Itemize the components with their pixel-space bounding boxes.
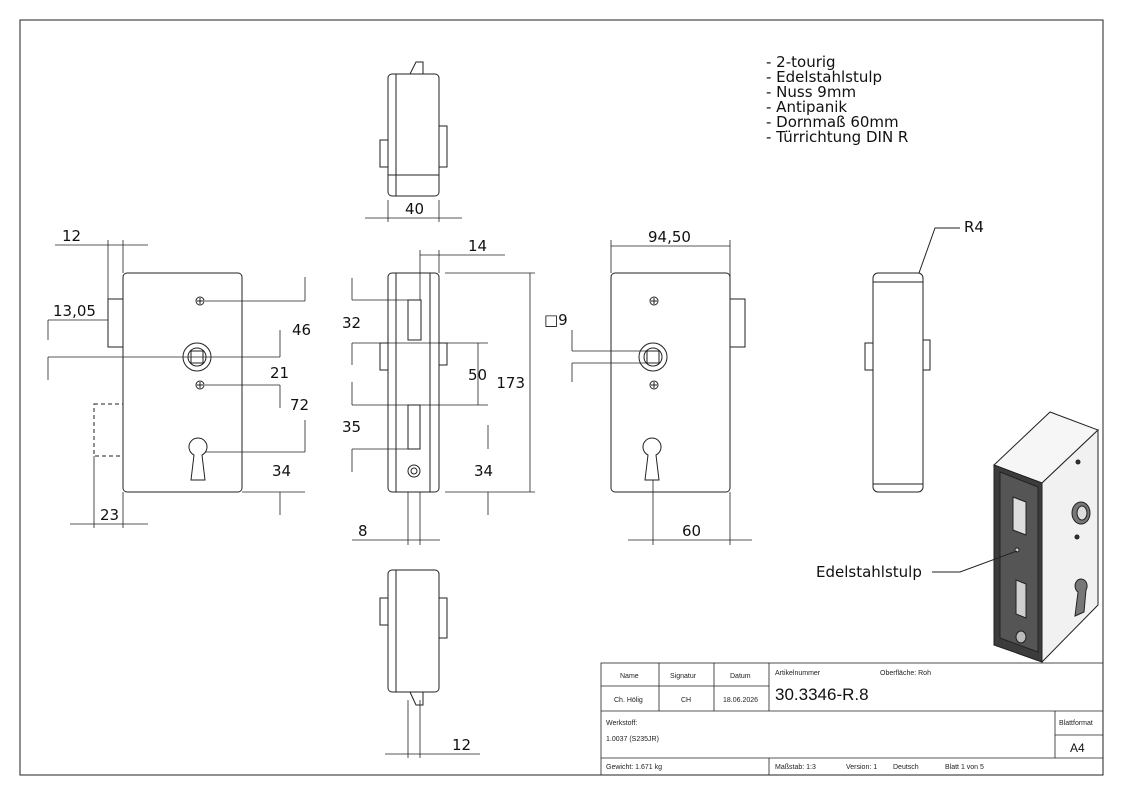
isometric-view	[993, 411, 1099, 664]
dim-34-left: 34	[272, 462, 291, 480]
dim-21: 21	[270, 364, 289, 382]
tb-signature-value: CH	[681, 697, 691, 704]
tb-scale: Maßstab: 1:3	[775, 764, 816, 771]
dim-60: 60	[682, 522, 701, 540]
note-1: - 2-tourig	[766, 53, 836, 71]
left-view	[93, 272, 243, 493]
tb-article-number: 30.3346-R.8	[775, 685, 869, 704]
notes-block: - 2-tourig - Edelstahlstulp - Nuss 9mm -…	[766, 53, 908, 146]
dim-32: 32	[342, 314, 361, 332]
title-block: Name Signatur Datum Ch. Hölig CH 18.06.2…	[606, 670, 1093, 771]
dim-34-middle: 34	[474, 462, 493, 480]
bottom-view	[379, 569, 448, 706]
dim-40: 40	[405, 200, 424, 218]
note-4: - Antipanik	[766, 98, 847, 116]
dim-23: 23	[100, 506, 119, 524]
dim-12-left: 12	[62, 227, 81, 245]
tb-weight: Gewicht: 1.671 kg	[606, 764, 662, 771]
tb-date-value: 18.06.2026	[723, 697, 758, 704]
tb-name-value: Ch. Hölig	[614, 697, 643, 704]
side-view	[864, 227, 960, 493]
tb-sheet: Blatt 1 von 5	[945, 764, 984, 771]
tb-name-header: Name	[620, 673, 639, 680]
tb-surface-label: Oberfläche: Roh	[880, 670, 931, 677]
dim-94-50: 94,50	[648, 228, 691, 246]
right-dimensions	[571, 240, 752, 545]
tb-sheet-format-label: Blattformat	[1059, 720, 1093, 727]
tb-language: Deutsch	[893, 764, 919, 771]
left-dimensions	[47, 240, 306, 528]
tb-sheet-format-value: A4	[1070, 741, 1085, 755]
dim-r4: R4	[964, 218, 984, 236]
tb-material-label: Werkstoff:	[606, 720, 637, 727]
bottom-dimensions	[385, 700, 480, 758]
top-width-dimension	[365, 200, 462, 222]
dim-12-bottom: 12	[452, 736, 471, 754]
dim-8: 8	[358, 522, 368, 540]
tb-version: Version: 1	[846, 764, 877, 771]
dim-13-05: 13,05	[53, 302, 96, 320]
note-2: - Edelstahlstulp	[766, 68, 882, 86]
title-block-lines	[600, 662, 1104, 776]
dim-14: 14	[468, 237, 487, 255]
right-view	[610, 272, 746, 493]
tb-signature-header: Signatur	[670, 673, 697, 680]
top-view	[379, 61, 448, 197]
dim-173: 173	[496, 374, 525, 392]
callout-edelstahlstulp: Edelstahlstulp	[816, 563, 922, 581]
callout-leader	[932, 550, 1018, 573]
note-6: - Türrichtung DIN R	[766, 128, 908, 146]
dim-72: 72	[290, 396, 309, 414]
tb-article-label: Artikelnummer	[775, 670, 821, 677]
dim-46: 46	[292, 321, 311, 339]
dim-50: 50	[468, 366, 487, 384]
note-3: - Nuss 9mm	[766, 83, 856, 101]
note-5: - Dornmaß 60mm	[766, 113, 899, 131]
middle-dimensions	[351, 250, 535, 545]
dim-35: 35	[342, 418, 361, 436]
middle-view	[379, 272, 448, 493]
sheet-border	[19, 19, 1104, 776]
dim-square-9: □9	[544, 311, 568, 329]
tb-material-value: 1.0037 (S235JR)	[606, 736, 659, 743]
tb-date-header: Datum	[730, 673, 751, 680]
